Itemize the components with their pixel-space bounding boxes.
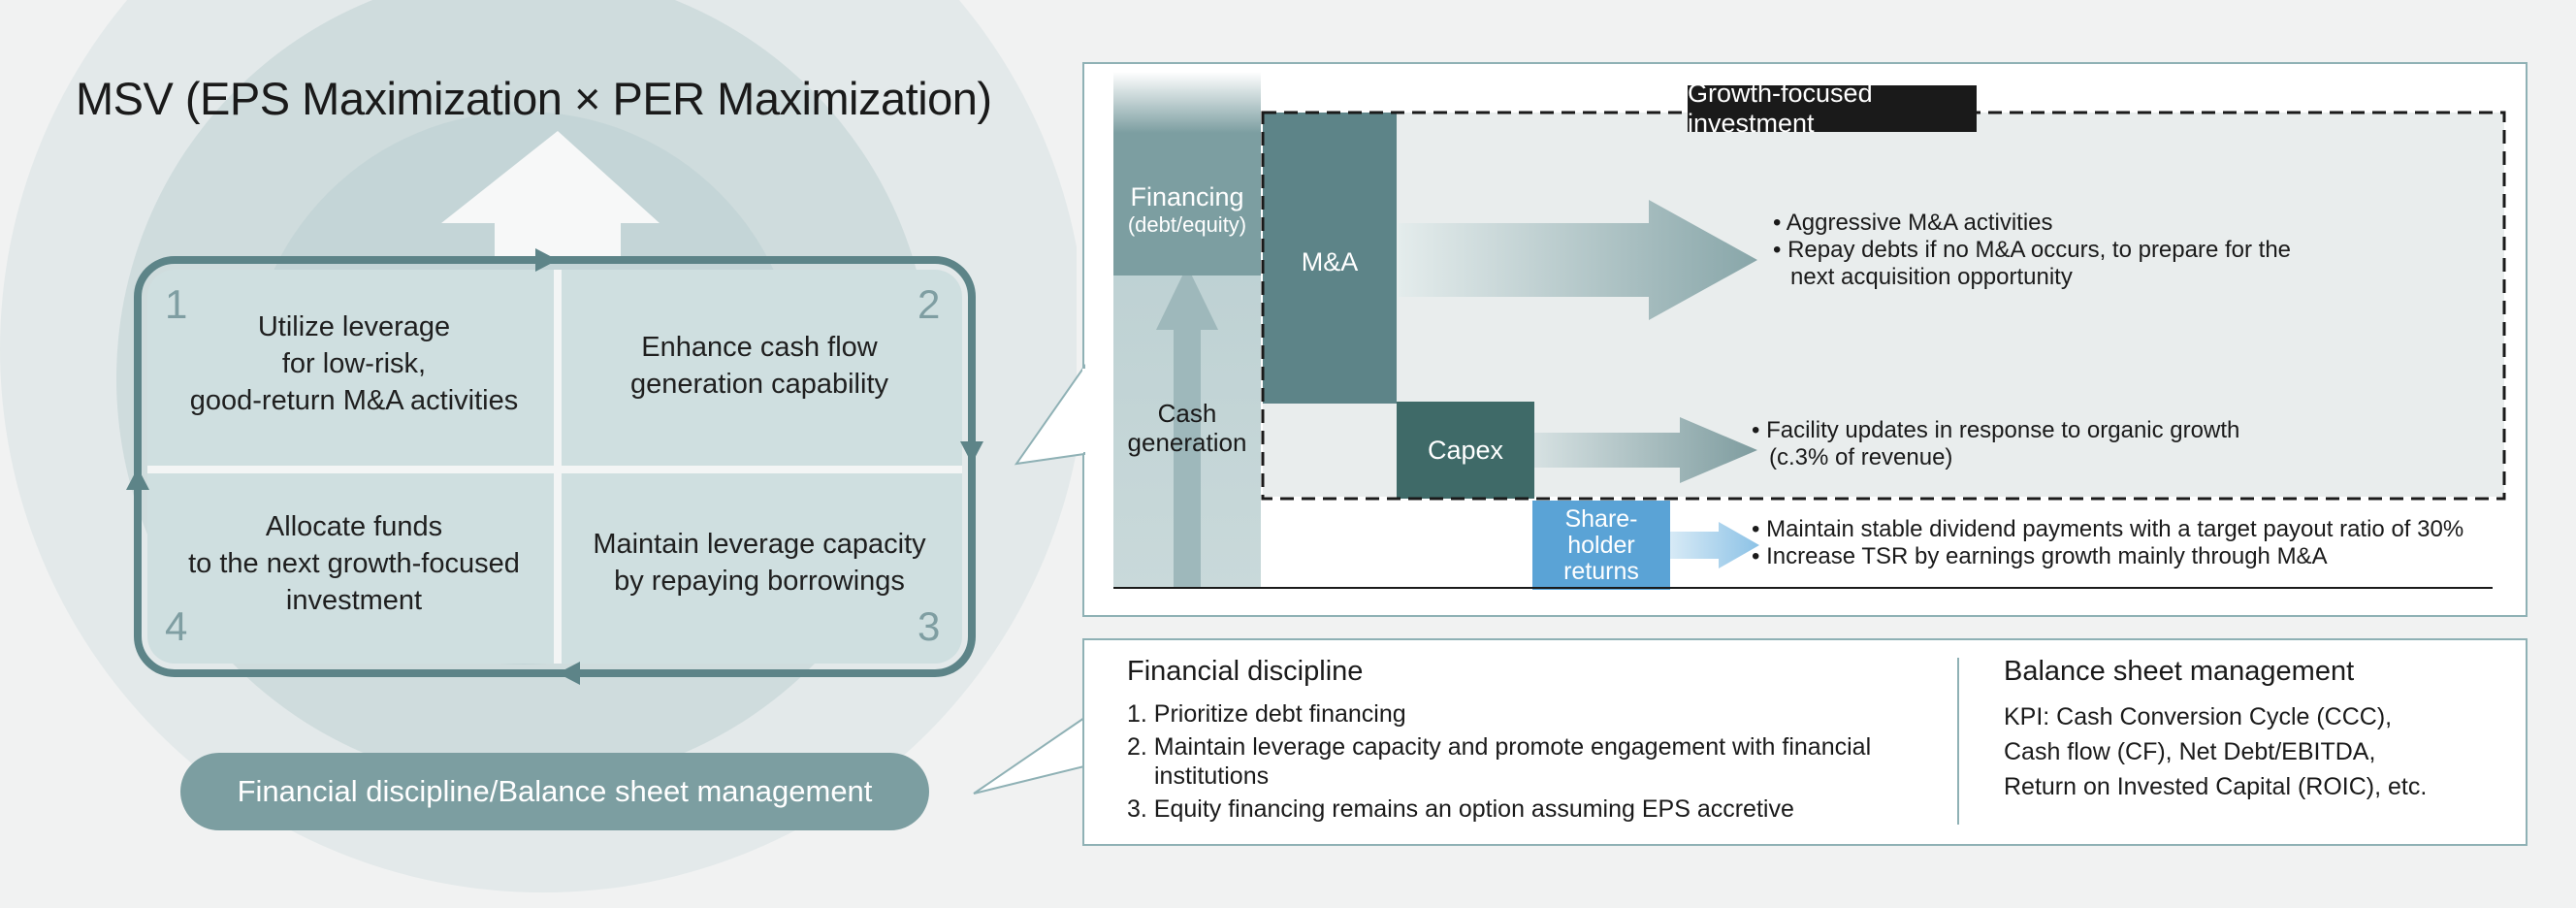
up-arrow-icon [441, 131, 660, 257]
ma-box [1263, 113, 1397, 404]
capex-box [1397, 402, 1534, 499]
ma-bullets: Aggressive M&A activities Repay debts if… [1773, 210, 2316, 291]
growth-investment-label: Growth-focused investment [1688, 79, 1977, 138]
shareholder-box [1532, 501, 1670, 590]
cash-up-arrow-icon [1156, 266, 1218, 588]
discipline-item-1: 1. Prioritize debt financing [1127, 700, 1406, 728]
quadrant-3-text: Maintain leverage capacity by repaying b… [593, 529, 926, 597]
arrow-up-icon [126, 468, 149, 490]
financing-subtitle: (debt/equity) [1127, 211, 1247, 237]
balance-sheet-section: Balance sheet management KPI: Cash Conve… [2004, 656, 2508, 804]
discipline-item-2: 2. Maintain leverage capacity and promot… [1127, 733, 1872, 790]
page-title: MSV (EPS Maximization × PER Maximization… [76, 73, 992, 124]
quadrant-1-text: Utilize leverage for low-risk, good-retu… [189, 311, 519, 416]
capex-bullet-1: Facility updates in response to organic … [1752, 417, 2275, 471]
shareholder-bullets: Maintain stable dividend payments with a… [1752, 516, 2518, 570]
quadrant-3-number: 3 [918, 603, 941, 649]
balance-sheet-kpi: KPI: Cash Conversion Cycle (CCC), Cash f… [2004, 703, 2428, 800]
capex-arrow-icon [1534, 417, 1757, 483]
ma-bullet-1: Aggressive M&A activities [1773, 210, 2316, 237]
shareholder-bullet-1: Maintain stable dividend payments with a… [1752, 516, 2518, 543]
arrow-left-icon [558, 662, 580, 685]
cycle-graphic [0, 0, 1077, 892]
financial-discipline-pill: Financial discipline/Balance sheet manag… [180, 753, 929, 830]
discipline-panel [1082, 638, 2528, 846]
quadrant-4-text: Allocate funds to the next growth-focuse… [188, 511, 520, 616]
shareholder-bullet-2: Increase TSR by earnings growth mainly t… [1752, 543, 2518, 570]
financing-title: Financing [1130, 181, 1244, 211]
arrow-right-icon [535, 248, 558, 272]
financial-discipline-title: Financial discipline [1127, 656, 1364, 687]
shareholder-label: Share- holder returns [1563, 504, 1639, 585]
quadrant-2-text: Enhance cash flow generation capability [629, 332, 888, 400]
shareholder-arrow-icon [1670, 522, 1759, 568]
quadrant-1-number: 1 [165, 281, 188, 327]
arrow-down-icon [960, 441, 983, 464]
quadrant-4-number: 4 [165, 603, 188, 649]
financial-discipline-section: Financial discipline 1. Prioritize debt … [1127, 656, 1942, 824]
ma-bullet-2: Repay debts if no M&A occurs, to prepare… [1773, 237, 2316, 291]
balance-sheet-title: Balance sheet management [2004, 656, 2355, 687]
flow-diagram [1113, 72, 2506, 590]
discipline-item-3: 3. Equity financing remains an option as… [1127, 795, 1794, 823]
panel-divider [1957, 658, 1959, 825]
financing-box [1113, 72, 1261, 276]
capex-label: Capex [1427, 435, 1504, 465]
quadrant-2-number: 2 [918, 281, 941, 327]
capex-bullets: Facility updates in response to organic … [1752, 417, 2275, 471]
financing-label: Financing (debt/equity) [1113, 175, 1261, 244]
cash-generation-label: Cash generation [1127, 399, 1247, 457]
ma-label: M&A [1301, 246, 1359, 276]
